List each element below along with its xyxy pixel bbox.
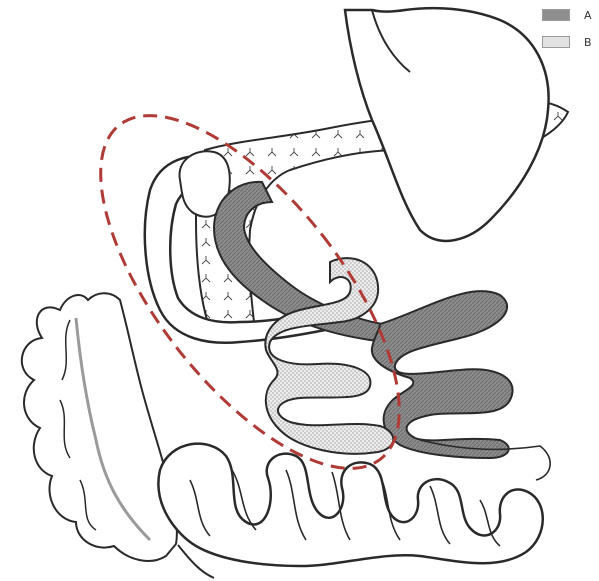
colon [22,293,177,561]
legend-swatch-a [542,9,570,21]
legend-label-a: A [584,9,592,22]
legend-swatch-b [542,36,570,48]
stomach [345,8,549,241]
ileum-loops [158,444,542,566]
legend-item-a: A [542,8,592,22]
legend-item-b: B [542,35,592,49]
legend-label-b: B [584,36,592,49]
segment-a-loops [372,291,513,458]
